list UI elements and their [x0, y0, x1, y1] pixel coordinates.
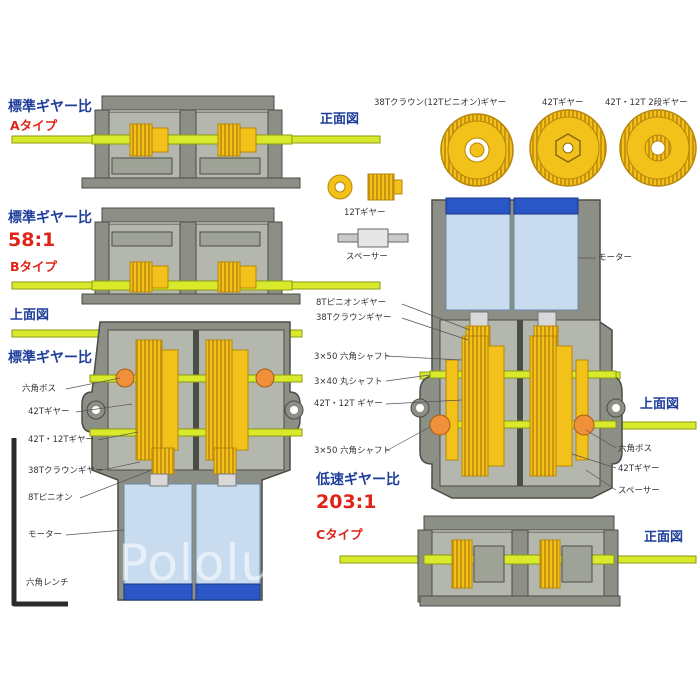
- front-view-label-top: 正面図: [320, 112, 360, 127]
- motor-label-right: モーター: [598, 253, 633, 263]
- crown-38t-label-mid: 38Tクラウンギヤー: [316, 313, 392, 323]
- right-top-view: [410, 197, 697, 499]
- pinion-8t-label-mid: 8Tピニオンギヤー: [316, 298, 387, 308]
- gear-12t-title: 12Tギヤー: [344, 208, 386, 218]
- pinion-8t-label-left: 8Tピニオン: [28, 493, 73, 503]
- spacer-icon: [337, 228, 409, 248]
- type-a-front-view: [11, 95, 381, 189]
- gear-12t-icon: [327, 173, 403, 201]
- low-speed-ratio-heading: 低速ギヤー比: [316, 472, 400, 488]
- standard-ratio-heading-c: 標準ギヤー比: [8, 350, 92, 366]
- pololu-watermark: Pololu: [118, 534, 274, 592]
- top-view-label-left: 上面図: [10, 308, 50, 323]
- hex-wrench-icon: [11, 438, 68, 607]
- hex-boss-label-right: 六角ボス: [618, 444, 653, 454]
- gear-42t-12t-label-left: 42T・12Tギヤー: [28, 435, 95, 445]
- type-a-ratio-heading: 標準ギヤー比: [8, 99, 92, 115]
- gear-42t-12t-title: 42T・12T 2段ギヤー: [605, 98, 688, 108]
- gear-42t-icon: [529, 109, 607, 187]
- front-view-label-bottom: 正面図: [644, 530, 684, 545]
- type-b-ratio-heading: 標準ギヤー比: [8, 210, 92, 226]
- gear-42t-12t-label-mid: 42T・12T ギヤー: [314, 399, 383, 409]
- left-top-view: [11, 321, 304, 601]
- type-b-front-view: [11, 207, 381, 305]
- hex-wrench-label: 六角レンチ: [26, 578, 69, 588]
- motor-label-left: モーター: [28, 530, 63, 540]
- gear-42t-label-right: 42Tギヤー: [618, 464, 660, 474]
- round-shaft-40-label: 3×40 丸シャフト: [314, 377, 383, 387]
- type-c-label: Cタイプ: [316, 527, 363, 542]
- gear-42t-title: 42Tギヤー: [542, 98, 584, 108]
- gear-38t-crown-title: 38Tクラウン(12Tピニオン)ギヤー: [374, 98, 507, 108]
- spacer-label-right: スペーサー: [618, 486, 660, 496]
- spacer-title: スペーサー: [346, 252, 388, 262]
- type-b-label: Bタイプ: [10, 259, 58, 274]
- gear-42t-label-left: 42Tギヤー: [28, 407, 70, 417]
- hex-boss-label-left: 六角ボス: [22, 384, 57, 394]
- gear-42t-12t-icon: [619, 109, 697, 187]
- gear-38t-crown-icon: [440, 113, 514, 187]
- crown-38t-label-left: 38Tクラウンギヤー: [28, 466, 104, 476]
- top-view-label-right: 上面図: [640, 397, 680, 412]
- hex-shaft-50-label-b: 3×50 六角シャフト: [314, 446, 392, 456]
- type-a-label: Aタイプ: [10, 118, 58, 133]
- ratio-58-value: 58:1: [8, 229, 56, 251]
- type-c-front-view: [339, 515, 697, 607]
- ratio-203-value: 203:1: [316, 491, 377, 513]
- leader-lines: [65, 257, 617, 536]
- hex-shaft-50-label-a: 3×50 六角シャフト: [314, 352, 392, 362]
